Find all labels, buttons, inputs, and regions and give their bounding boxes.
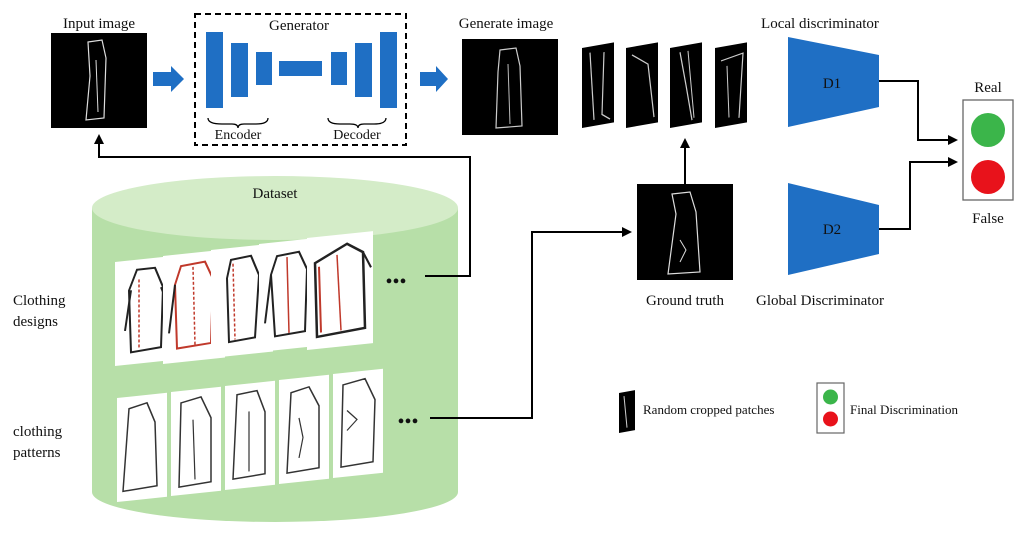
false-label: False: [972, 211, 1004, 227]
d1-discriminator: D1: [788, 37, 879, 127]
design-card: [307, 231, 373, 350]
encoder-brace: [207, 117, 269, 129]
dataset-label: Dataset: [253, 186, 299, 202]
pattern-ellipsis: •••: [397, 411, 418, 433]
cropped-patch: [626, 42, 658, 128]
encoder-layer: [231, 43, 248, 97]
generator-box: Generator Encoder Decoder: [194, 13, 407, 146]
d2-discriminator: D2: [788, 183, 879, 275]
decoder-label: Decoder: [333, 128, 381, 143]
pattern-card: [279, 374, 329, 484]
arrow-to-generator: [153, 66, 184, 92]
false-indicator: [971, 160, 1005, 194]
input-image: [51, 33, 147, 128]
real-indicator: [971, 113, 1005, 147]
clothing-patterns-label-line2: patterns: [13, 445, 61, 461]
pattern-card: [225, 380, 275, 490]
encoder-label: Encoder: [215, 128, 262, 143]
design-card: [259, 237, 321, 352]
dataset-to-input-arrow: [94, 134, 471, 277]
pattern-card: [171, 386, 221, 496]
generator-label: Generator: [269, 18, 329, 34]
legend-patches-label: Random cropped patches: [643, 402, 774, 417]
arrow-to-generated: [420, 66, 448, 92]
cropped-patch: [582, 42, 614, 128]
design-ellipsis: •••: [385, 271, 406, 293]
clothing-pattern-cards: [117, 368, 383, 502]
generate-image-label: Generate image: [459, 16, 554, 32]
encoder-layer: [256, 52, 272, 85]
real-label: Real: [974, 80, 1002, 96]
encoder-layer: [206, 32, 223, 108]
legend-final-label: Final Discrimination: [850, 402, 958, 417]
decoder-layer: [380, 32, 397, 108]
decoder-layer: [355, 43, 372, 97]
connectors: [94, 80, 958, 419]
ground-truth-label: Ground truth: [646, 293, 724, 309]
d1-to-final-arrow: [879, 80, 958, 145]
d2-to-final-arrow: [879, 157, 958, 230]
d2-label: D2: [823, 222, 841, 238]
cropped-patch: [670, 42, 702, 128]
legend-red-dot: [823, 411, 838, 427]
clothing-design-cards: [115, 231, 373, 366]
decoder-brace: [327, 117, 387, 129]
dataset-to-ground-truth-arrow: [430, 227, 632, 419]
design-card: [115, 255, 177, 366]
cropped-patches: [582, 42, 747, 128]
clothing-patterns-label-line1: clothing: [13, 424, 63, 440]
ground-truth-image: [637, 184, 733, 280]
clothing-designs-label-line2: designs: [13, 314, 58, 330]
clothing-designs-label-line1: Clothing: [13, 293, 66, 309]
bottleneck-layer: [279, 61, 322, 76]
d1-label: D1: [823, 76, 841, 92]
legend-green-dot: [823, 389, 838, 405]
final-discrimination-box: [962, 99, 1014, 201]
pattern-card: [117, 392, 167, 502]
pattern-card: [333, 368, 383, 478]
legend: Random cropped patches Final Discriminat…: [619, 382, 958, 434]
legend-patch-icon: [619, 390, 635, 433]
local-discriminator-label: Local discriminator: [761, 16, 879, 32]
global-discriminator-label: Global Discriminator: [756, 293, 884, 309]
input-image-label: Input image: [63, 16, 135, 32]
generated-image: [462, 39, 558, 135]
decoder-layer: [331, 52, 347, 85]
cropped-patch: [715, 42, 747, 128]
